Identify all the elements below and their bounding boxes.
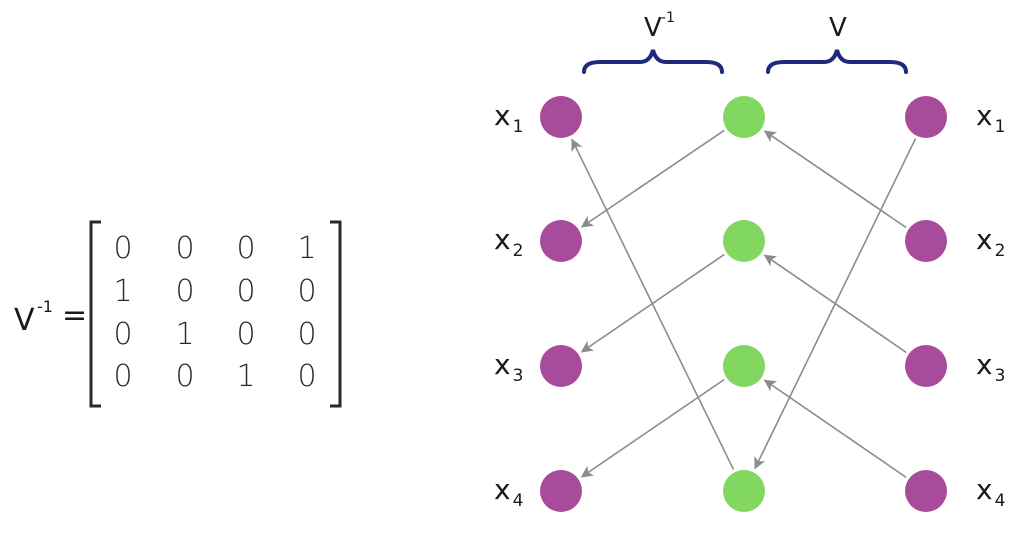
node-middle-1 [723, 96, 765, 138]
edge-middle-3-to-left-4 [580, 378, 725, 478]
node-left-1 [540, 96, 582, 138]
matrix-cell: 0 [297, 274, 316, 309]
matrix-cell: 0 [113, 231, 132, 266]
node-right-3 [905, 345, 947, 387]
matrix-equation: V -1 = 0 0 0 1 1 0 0 0 0 1 0 0 0 0 1 0 [14, 220, 342, 408]
brace-v-label-base: V [829, 13, 847, 43]
matrix-cell: 0 [175, 274, 194, 309]
matrix-lhs-base: V [14, 303, 35, 338]
matrix-cell: 0 [113, 359, 132, 394]
matrix-lhs-sup: -1 [37, 297, 53, 316]
matrix-cell: 0 [236, 317, 255, 352]
edge-right-4-to-middle-3 [763, 379, 907, 479]
nodes [540, 96, 947, 512]
node-right-1 [905, 96, 947, 138]
brace-v-inverse-label-sup: -1 [661, 10, 675, 26]
matrix-left-bracket [89, 220, 101, 408]
edge-middle-1-to-left-2 [580, 129, 725, 228]
edge-middle-4-to-left-1 [571, 138, 735, 470]
matrix-cells: 0 0 0 1 1 0 0 0 0 1 0 0 0 0 1 0 [113, 231, 316, 394]
brace-v-inverse-label-base: V [644, 13, 662, 43]
edges [571, 129, 917, 479]
matrix-cell: 1 [113, 274, 132, 309]
brace-v-shape [766, 49, 908, 74]
matrix-cell: 1 [236, 359, 255, 394]
node-middle-4 [723, 470, 765, 512]
node-right-4 [905, 470, 947, 512]
matrix-right-bracket [330, 220, 342, 408]
matrix-cell: 0 [297, 317, 316, 352]
matrix-cell: 0 [175, 359, 194, 394]
matrix-cell: 0 [175, 231, 194, 266]
edge-right-1-to-middle-4 [754, 138, 917, 470]
node-left-3 [540, 345, 582, 387]
node-middle-2 [723, 220, 765, 262]
matrix-equals: = [62, 298, 87, 333]
brace-v-inverse: V -1 [582, 10, 724, 74]
matrix-cell: 1 [175, 317, 194, 352]
node-right-2 [905, 220, 947, 262]
matrix-cell: 0 [236, 274, 255, 309]
brace-v: V [766, 13, 908, 74]
brace-v-inverse-shape [582, 49, 724, 74]
node-middle-3 [723, 345, 765, 387]
node-left-4 [540, 470, 582, 512]
matrix-cell: 1 [297, 231, 316, 266]
matrix-cell: 0 [297, 359, 316, 394]
matrix-cell: 0 [113, 317, 132, 352]
matrix-cell: 0 [236, 231, 255, 266]
node-left-2 [540, 220, 582, 262]
edge-right-2-to-middle-1 [763, 130, 907, 229]
